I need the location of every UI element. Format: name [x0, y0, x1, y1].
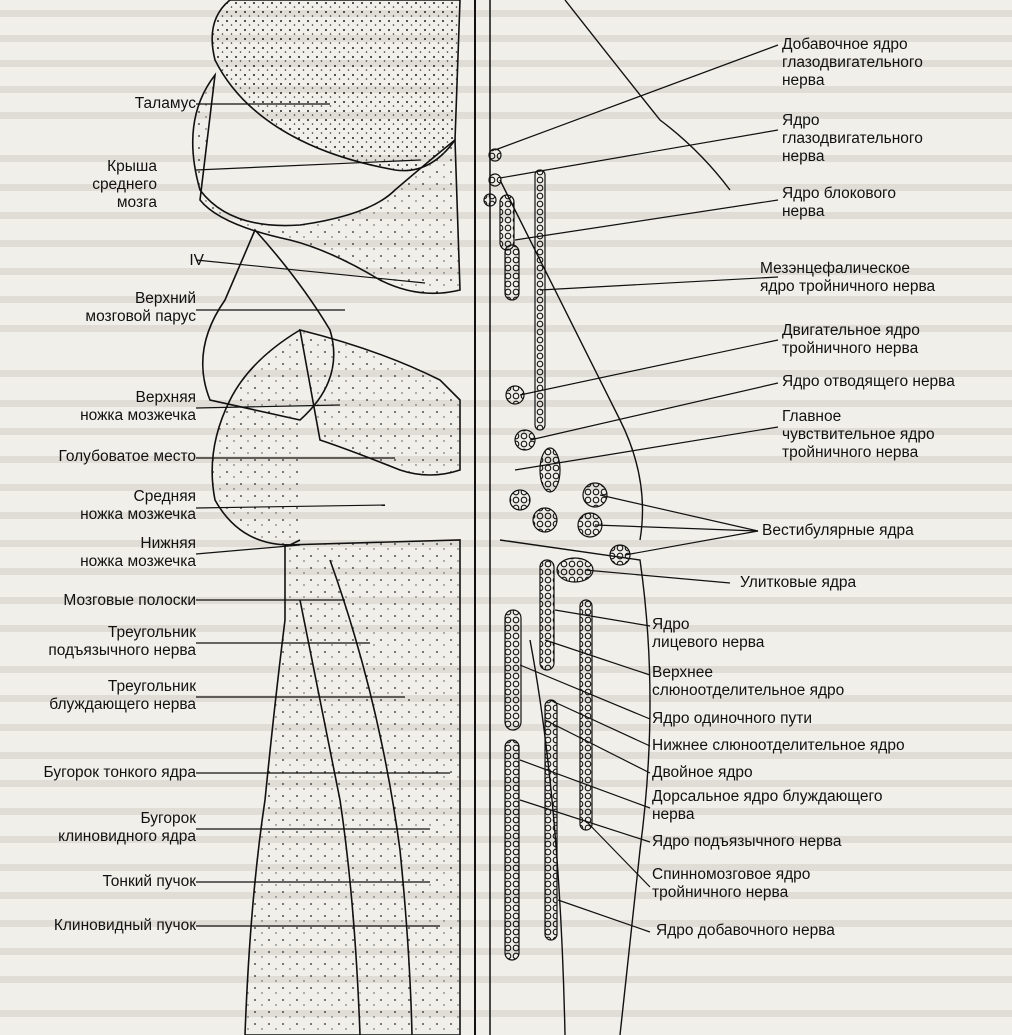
- label-sup-salivatory-nucleus: Верхнее слюноотделительное ядро: [652, 664, 844, 700]
- label-oculomotor-nucleus: Ядро глазодвигательного нерва: [782, 112, 923, 166]
- label-tectum: Крыша среднего мозга: [92, 158, 157, 212]
- label-main-sensory-trigeminal-nucleus: Главное чувствительное ядро тройничного …: [782, 408, 935, 462]
- label-inf-salivatory-nucleus: Нижнее слюноотделительное ядро: [652, 737, 905, 755]
- label-abducens-nucleus: Ядро отводящего нерва: [782, 373, 955, 391]
- label-accessory-nucleus: Ядро добавочного нерва: [656, 922, 835, 940]
- label-sup-medullary-velum: Верхний мозговой парус: [85, 290, 196, 326]
- label-vestibular-nuclei: Вестибулярные ядра: [762, 522, 914, 540]
- label-iv: IV: [189, 252, 204, 270]
- label-hypoglossal-trigone: Треугольник подъязычного нерва: [48, 624, 196, 660]
- label-solitary-nucleus: Ядро одиночного пути: [652, 710, 812, 728]
- label-ambiguus-nucleus: Двойное ядро: [652, 764, 753, 782]
- label-trochlear-nucleus: Ядро блокового нерва: [782, 185, 896, 221]
- label-motor-trigeminal-nucleus: Двигательное ядро тройничного нерва: [782, 322, 920, 358]
- label-sup-cerebellar-peduncle: Верхняя ножка мозжечка: [80, 389, 196, 425]
- left-brainstem-half: [193, 0, 460, 1035]
- label-locus-coeruleus: Голубоватое место: [59, 448, 197, 466]
- label-gracile-tubercle: Бугорок тонкого ядра: [44, 764, 196, 782]
- label-facial-nucleus: Ядро лицевого нерва: [652, 616, 764, 652]
- label-accessory-oculomotor-nucleus: Добавочное ядро глазодвигательного нерва: [782, 36, 923, 90]
- label-spinal-trigeminal-nucleus: Спинномозговое ядро тройничного нерва: [652, 866, 810, 902]
- label-hypoglossal-nucleus: Ядро подъязычного нерва: [652, 833, 841, 851]
- label-cuneate-fasciculus: Клиновидный пучок: [54, 917, 196, 935]
- label-gracile-fasciculus: Тонкий пучок: [103, 873, 196, 891]
- nuclei: [484, 149, 630, 960]
- label-inf-cerebellar-peduncle: Нижняя ножка мозжечка: [80, 535, 196, 571]
- label-dorsal-vagal-nucleus: Дорсальное ядро блуждающего нерва: [652, 788, 882, 824]
- label-medullary-striae: Мозговые полоски: [63, 592, 196, 610]
- label-mid-cerebellar-peduncle: Средняя ножка мозжечка: [80, 488, 196, 524]
- label-thalamus: Таламус: [135, 95, 196, 113]
- label-cuneate-tubercle: Бугорок клиновидного ядра: [58, 810, 196, 846]
- label-cochlear-nuclei: Улитковые ядра: [740, 574, 856, 592]
- label-vagal-trigone: Треугольник блуждающего нерва: [49, 678, 196, 714]
- label-mesencephalic-trigeminal-nucleus: Мезэнцефалическое ядро тройничного нерва: [760, 260, 935, 296]
